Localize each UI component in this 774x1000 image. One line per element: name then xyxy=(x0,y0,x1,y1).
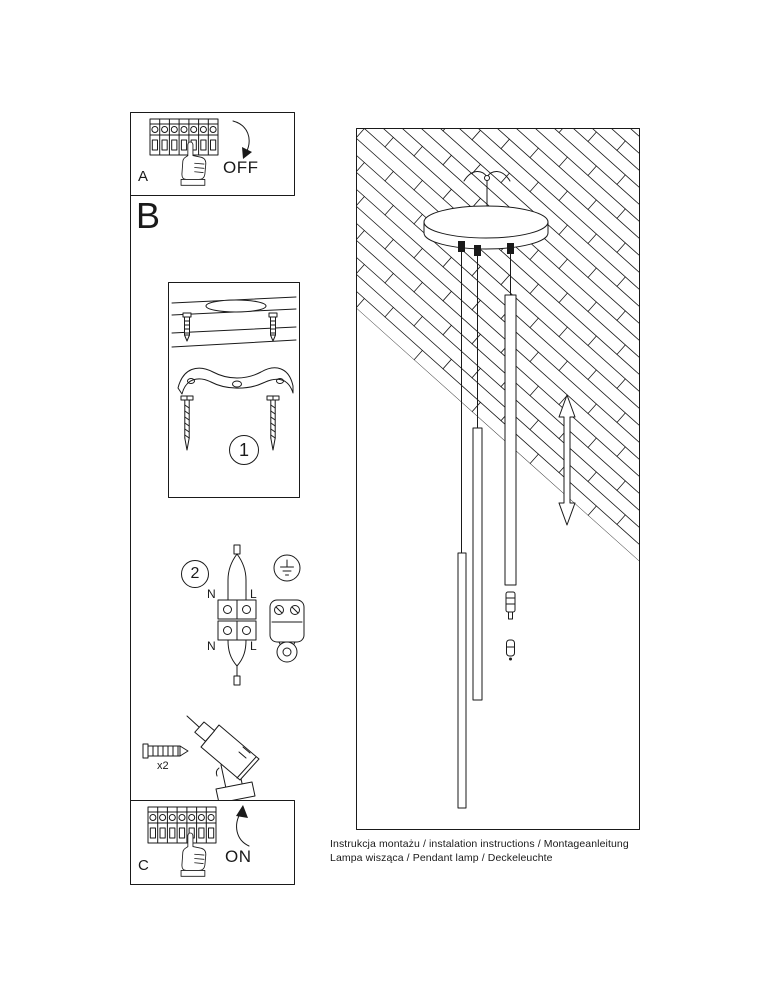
caption-line1: Instrukcja montażu / instalation instruc… xyxy=(330,838,629,850)
switch-on-label: ON xyxy=(225,847,252,866)
wall-plug-icon xyxy=(142,743,189,759)
panel-a-label: A xyxy=(138,168,149,185)
cable-clamp-icon xyxy=(269,599,305,663)
rotate-arrow-icon xyxy=(236,805,250,847)
ceiling-canopy-icon xyxy=(423,205,549,256)
terminal-block-icon xyxy=(149,118,219,156)
panel-step2-wiring xyxy=(217,544,305,686)
panel-c xyxy=(130,800,295,885)
ceiling-hatch xyxy=(356,128,640,562)
pendant-cords xyxy=(461,251,511,554)
wire-l-bottom-label: L xyxy=(250,639,257,653)
anchor-count-label: x2 xyxy=(157,760,169,772)
caption-line2: Lampa wisząca / Pendant lamp / Deckeleuc… xyxy=(330,852,553,864)
mounting-bracket-icon xyxy=(177,367,294,395)
wire-n-top-label: N xyxy=(207,587,216,601)
lamp-illustration xyxy=(356,128,640,830)
wire-leads xyxy=(217,544,257,686)
drill-icon xyxy=(186,715,260,804)
panel-c-label: C xyxy=(138,857,149,874)
wire-l-top-label: L xyxy=(250,587,257,601)
panel-b-label: B xyxy=(136,195,161,236)
wire-n-bottom-label: N xyxy=(207,639,216,653)
panel-a xyxy=(130,112,295,196)
panel-step1 xyxy=(168,282,300,498)
step-2-badge: 2 xyxy=(181,560,209,588)
step-1-badge: 1 xyxy=(229,435,259,465)
rotate-arrow-icon xyxy=(232,120,252,159)
pendant-tube-icon xyxy=(457,294,517,809)
switch-off-label: OFF xyxy=(223,158,259,177)
drill-step xyxy=(142,715,260,804)
ground-symbol-icon xyxy=(273,554,301,582)
cord-lock-parts xyxy=(505,591,516,661)
height-adjust-arrow-icon xyxy=(558,394,576,526)
terminal-block-icon xyxy=(147,806,217,844)
